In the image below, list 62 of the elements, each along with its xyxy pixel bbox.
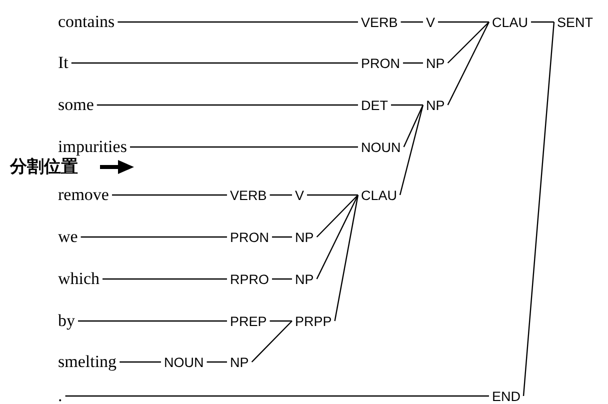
tag-label: PRPP [292,314,335,328]
tree-line [270,194,292,196]
tag-label: NP [292,272,317,286]
tag-label: NOUN [358,140,404,154]
tag-label: VERB [358,14,401,30]
tree-line [112,194,227,196]
tag-label: SENT [554,14,596,30]
tree-line [96,104,358,106]
tree-line [71,62,358,64]
tree-line [391,104,423,106]
tree-line [403,104,424,148]
tree-line [307,194,358,196]
word-label: remove [55,186,112,204]
tree-line [399,104,424,196]
tree-line [272,236,292,238]
word-label: smelting [55,353,120,371]
tree-line [206,361,227,363]
tree-line [531,21,554,23]
tree-line [447,22,490,106]
tag-label: RPRO [227,272,272,286]
tree-line [65,395,489,397]
tag-label: CLAU [358,188,400,202]
tag-label: PREP [227,314,270,328]
tag-label: NP [292,230,317,244]
tree-line [78,320,227,322]
tree-line [80,236,227,238]
tag-label: PRON [227,230,272,244]
word-label: some [55,96,97,114]
word-label: . [55,387,66,404]
word-label: by [55,312,78,330]
tag-label: END [489,388,524,404]
tree-line [120,361,161,363]
word-label: we [55,228,81,246]
tag-label: DET [358,98,391,112]
tag-label: NP [423,98,448,112]
word-label: impurities [55,138,130,156]
tag-label: V [292,188,308,202]
tree-line [438,21,489,23]
tag-label: V [423,14,438,30]
tree-line [272,278,292,280]
word-label: contains [55,13,118,31]
tag-label: NP [423,56,448,70]
tree-line [447,22,490,64]
tag-label: CLAU [489,14,532,30]
word-label: which [55,270,103,288]
tree-line [316,194,359,280]
tree-line [522,22,555,396]
tag-label: NOUN [161,354,207,370]
tree-line [118,21,358,23]
tree-line [316,194,358,238]
tree-line [130,146,358,148]
tree-line [251,320,292,362]
tree-line [270,320,292,322]
tag-label: PRON [358,56,404,70]
tree-line [334,194,359,322]
tag-label: NP [227,354,252,370]
tree-line [403,62,423,64]
tree-line [102,278,227,280]
tree-line [400,21,423,23]
word-label: It [55,54,72,72]
split-position-label: 分割位置 [10,157,78,177]
tag-label: VERB [227,188,270,202]
